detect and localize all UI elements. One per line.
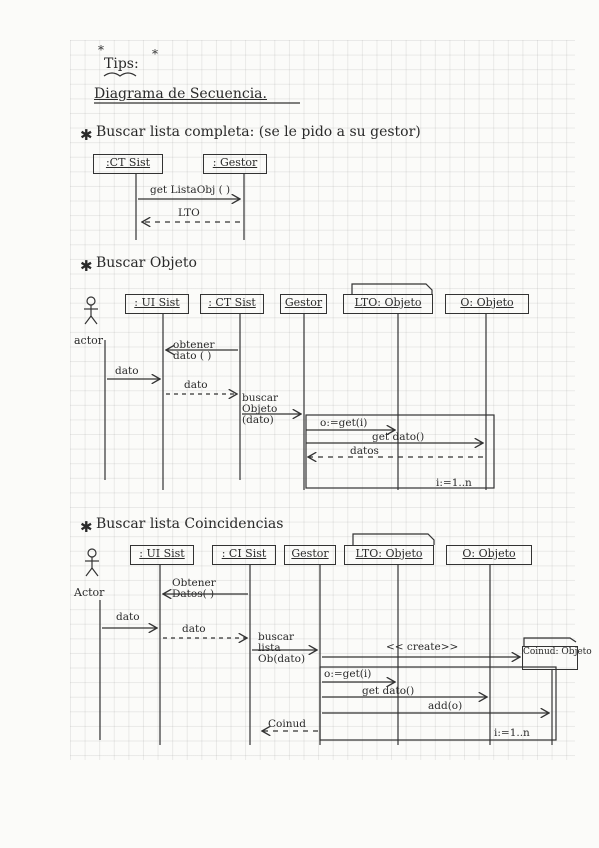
lifeline-box-o-objeto: O: Objeto — [446, 545, 532, 565]
actor-leg-right — [90, 315, 98, 325]
loop-frame — [305, 414, 495, 489]
loop-condition: i:=1..n — [436, 477, 472, 489]
section3-title: Buscar lista Coincidencias — [96, 516, 284, 532]
lifeline-box-gestor: : Gestor — [203, 154, 267, 174]
tips-star-right-icon: * — [152, 47, 158, 61]
actor-head-icon — [87, 548, 97, 558]
lifeline-box-ct-sist: : CT Sist — [200, 294, 264, 314]
message-obtener-dato: obtener dato ( ) — [173, 339, 215, 362]
actor-label: actor — [74, 334, 104, 347]
actor-leg-left — [85, 567, 93, 577]
section1-bullet: ✱ — [80, 126, 93, 144]
coinud-stack-outline — [523, 637, 577, 646]
message-coinud-return: Coinud — [268, 718, 306, 730]
section1-title: Buscar lista completa: (se le pido a su … — [96, 124, 421, 140]
message-add: add(o) — [428, 700, 463, 712]
lifeline-box-ct-sist: :CT Sist — [93, 154, 163, 174]
actor-leg-left — [84, 315, 92, 325]
tips-star-left-icon: * — [98, 43, 104, 57]
section2-title: Buscar Objeto — [96, 255, 197, 271]
message-datos-return: datos — [350, 445, 379, 457]
section2-bullet: ✱ — [80, 257, 93, 275]
actor-leg-right — [91, 567, 99, 577]
tips-heading: Tips: — [104, 56, 139, 72]
message-get-dato: get dato() — [362, 685, 415, 697]
message-dato-actor: dato — [116, 611, 140, 623]
loop-frame — [319, 666, 557, 741]
lifeline-box-ui-sist: : UI Sist — [125, 294, 189, 314]
actor-head-icon — [86, 296, 96, 306]
lto-stack-outline — [351, 283, 433, 294]
grid-paper — [70, 40, 575, 760]
message-dato-ui: dato — [182, 623, 206, 635]
section3-bullet: ✱ — [80, 518, 93, 536]
lifeline-box-lto-objeto: LTO: Objeto — [344, 545, 434, 565]
actor-label: Actor — [74, 586, 105, 599]
message-buscar-lista: buscar lista Ob(dato) — [258, 631, 306, 665]
lifeline-box-o-objeto: O: Objeto — [445, 294, 529, 314]
main-title: Diagrama de Secuencia. — [94, 86, 267, 102]
lifeline-box-ui-sist: : UI Sist — [130, 545, 194, 565]
message-dato-ui: dato — [184, 379, 208, 391]
lifeline-box-ci-sist: : CI Sist — [212, 545, 276, 565]
message-lto-return: LTO — [178, 207, 200, 219]
lifeline-box-lto-objeto: LTO: Objeto — [343, 294, 433, 314]
loop-condition: i:=1..n — [494, 727, 530, 739]
message-buscar-objeto: buscar Objeto (dato) — [242, 392, 279, 426]
message-get-lista: get ListaObj ( ) — [150, 184, 231, 196]
message-dato-actor: dato — [115, 365, 139, 377]
lifeline-box-coinud-objeto: Coinud: Objeto — [522, 646, 592, 670]
message-get-i: o:=get(i) — [320, 417, 368, 429]
lto-stack-outline — [352, 533, 435, 545]
message-create: << create>> — [386, 641, 459, 653]
tips-underline — [103, 72, 137, 77]
message-get-i: o:=get(i) — [324, 668, 372, 680]
lifeline-box-gestor: Gestor — [284, 545, 336, 565]
